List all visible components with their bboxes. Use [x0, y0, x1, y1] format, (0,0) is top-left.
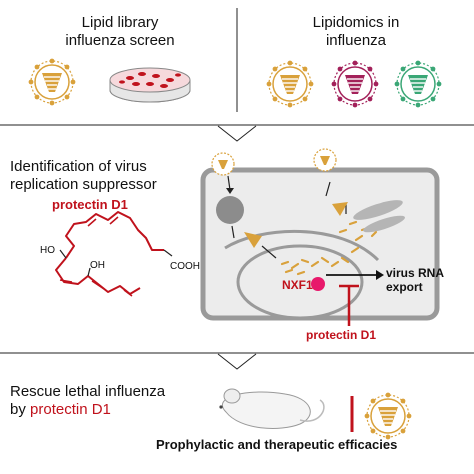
molecule-cooh-label: COOH: [170, 261, 200, 272]
rescue-line1: Rescue lethal influenza: [10, 383, 166, 400]
identification-line2: replication suppressor: [10, 176, 157, 193]
rna-export-line1: virus RNA: [386, 266, 445, 280]
rna-export-line2: export: [386, 280, 423, 294]
influenza-virus-gold-icon: [265, 59, 315, 109]
screen-title: Lipid library influenza screen: [40, 14, 200, 50]
petri-dish-icon: [109, 67, 191, 103]
efficacy-label: Prophylactic and therapeutic efficacies: [156, 437, 398, 452]
screen-title-line2: influenza screen: [65, 32, 175, 49]
flow-arrow-bottom: [217, 353, 257, 370]
flow-arrow-top: [217, 125, 257, 142]
nxf1-protein: [311, 277, 325, 291]
molecule-ho-label: HO: [40, 245, 55, 256]
viral-rnp: [244, 232, 262, 248]
molecule-oh-label: OH: [90, 260, 105, 271]
identification-line1: Identification of virus: [10, 158, 147, 175]
golgi: [353, 200, 405, 233]
lipidomics-title: Lipidomics in influenza: [276, 14, 436, 50]
influenza-virus-green-icon: [393, 59, 443, 109]
lipidomics-title-line2: influenza: [325, 32, 387, 49]
rescue-line2-highlight: protectin D1: [30, 401, 111, 418]
host-cell-diagram: [200, 167, 440, 326]
nucleus: [236, 244, 364, 320]
influenza-virus-magenta-icon: [330, 59, 380, 109]
lipidomics-title-line1: Lipidomics in: [312, 14, 400, 31]
protectin-d1-structure: [55, 211, 173, 297]
inhibitor-label: protectin D1: [306, 328, 377, 342]
influenza-virus-gold-icon: [363, 391, 413, 441]
virus-budding: [313, 148, 337, 172]
identification-title: Identification of virus replication supp…: [10, 158, 200, 194]
rescue-title: Rescue lethal influenza by protectin D1: [10, 383, 210, 419]
rna-export-label: virus RNA export: [386, 266, 444, 294]
screen-title-line1: Lipid library: [81, 14, 159, 31]
virus-entry: [211, 152, 235, 194]
viral-rna-fragments: [280, 220, 378, 276]
molecule-name: protectin D1: [52, 197, 128, 212]
influenza-virus-gold-icon: [27, 57, 77, 107]
nxf1-label: NXF1: [282, 278, 313, 292]
endosome: [216, 196, 244, 224]
mouse-icon: [219, 388, 325, 429]
rescue-line2-prefix: by: [10, 401, 26, 418]
